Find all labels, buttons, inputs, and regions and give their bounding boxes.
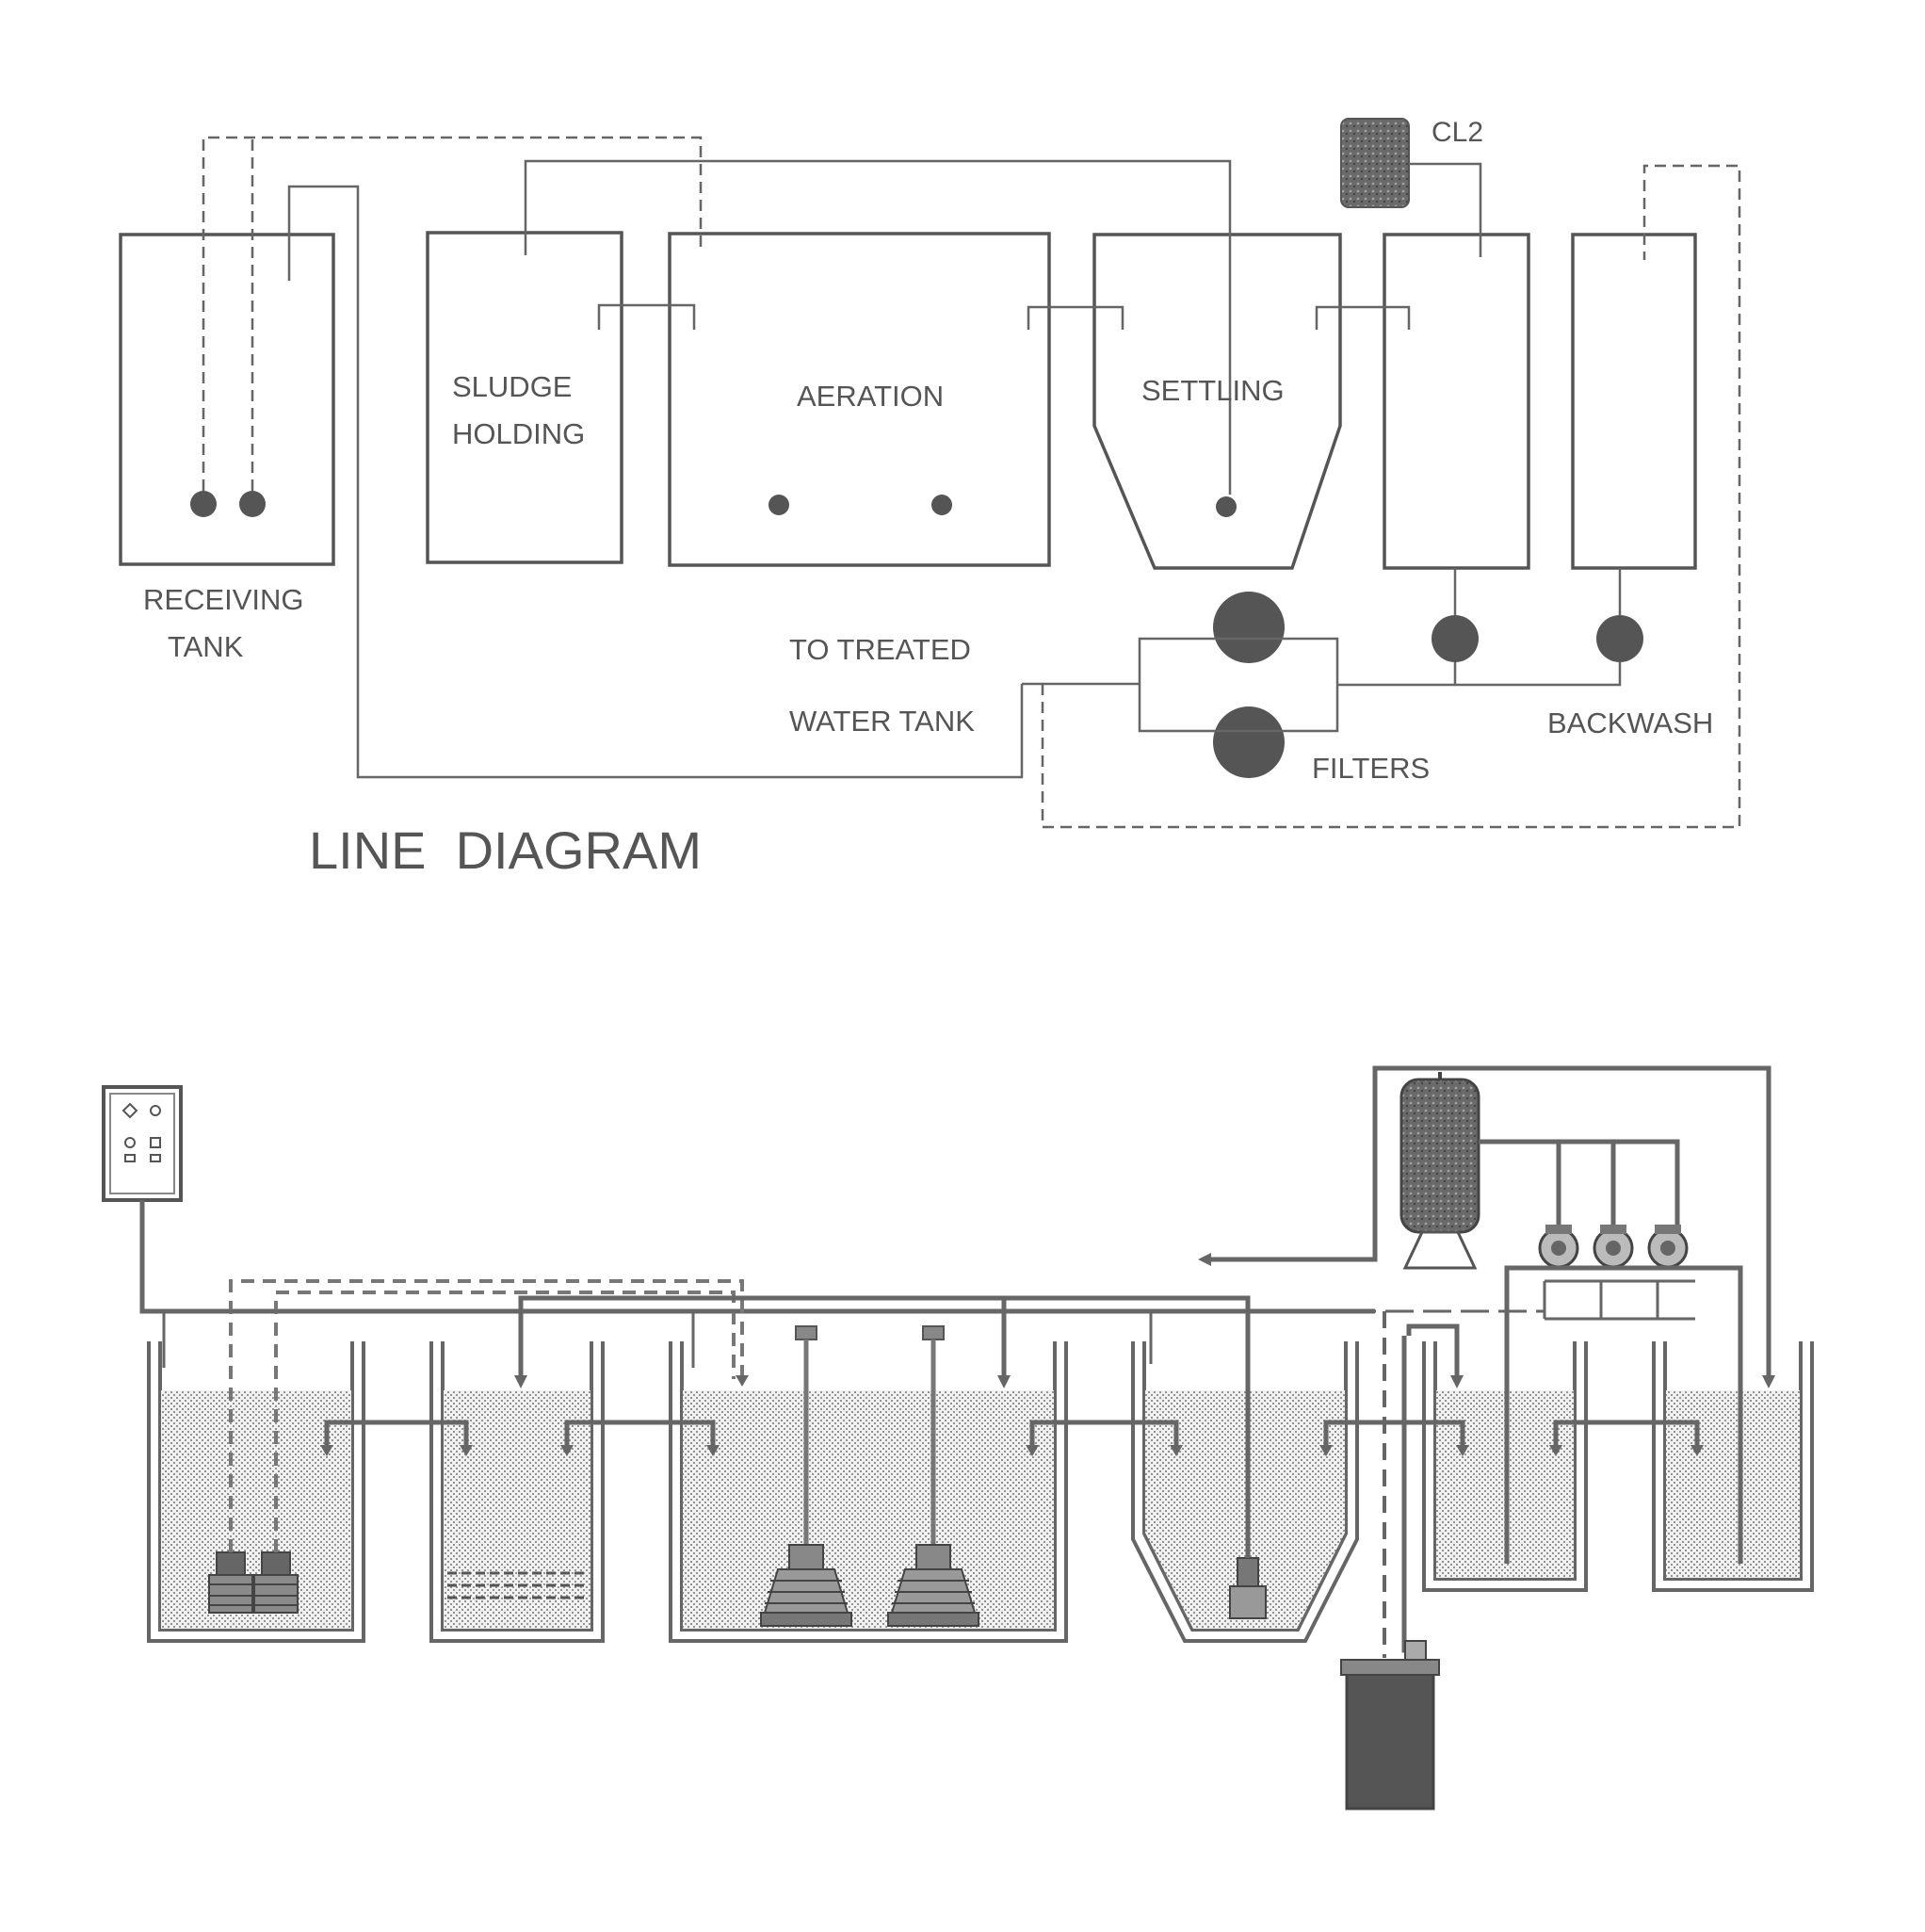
to-treated-label-2: WATER TANK <box>789 705 975 738</box>
overflow-2 <box>564 1420 716 1447</box>
panel-switch-4-icon <box>150 1154 161 1162</box>
settling-sludge-pump-icon <box>1229 1557 1267 1619</box>
receiving-pump-1-discharge <box>202 136 703 491</box>
filters-label: FILTERS <box>1312 752 1430 785</box>
receiving-tank-label-2: TANK <box>168 630 244 663</box>
settling-tank <box>1092 233 1342 570</box>
control-cable <box>139 1200 1375 1314</box>
aeration-water <box>683 1390 1054 1629</box>
filter-tank-2-water <box>1666 1390 1800 1578</box>
riser-arrow-1 <box>736 1375 749 1387</box>
filter-pump-2-icon <box>1213 706 1285 778</box>
overflow-4 <box>1323 1420 1465 1447</box>
pump-manifold <box>1543 1279 1695 1321</box>
sludge-return-pipe <box>518 1295 1251 1558</box>
filter-header-line <box>1453 662 1622 687</box>
filter-feed-pump-1-icon <box>1538 1225 1579 1269</box>
receiving-pump-risers <box>229 1279 744 1552</box>
chlorine-dosing-pump-icon <box>1404 1640 1427 1661</box>
sludge-holding-label-2: HOLDING <box>452 417 585 450</box>
panel-switch-1-icon <box>124 1137 136 1148</box>
backwash-label: BACKWASH <box>1547 706 1713 739</box>
pictorial-diagram <box>102 1065 1814 1810</box>
sludge-holding-tank <box>426 231 623 564</box>
settling-water <box>1145 1390 1345 1629</box>
settling-label: SETTLING <box>1141 374 1285 407</box>
sludge-holding-tank-picture <box>429 1341 605 1643</box>
filter-tank-2-pump-icon <box>1596 615 1643 662</box>
panel-indicator-2-icon <box>150 1105 161 1116</box>
backwash-line <box>1041 164 1741 829</box>
level-sensors <box>162 1311 1153 1368</box>
receiving-submersible-pump-1-icon <box>208 1551 253 1614</box>
aeration-diffuser-1-icon <box>768 495 789 515</box>
cl2-label: CL2 <box>1432 117 1483 148</box>
cl2-dosing-line <box>1409 162 1482 257</box>
receiving-tank-picture <box>147 1341 365 1643</box>
settling-to-filter-overflow <box>1315 305 1411 330</box>
receiving-pump-2-icon <box>239 491 266 517</box>
receiving-tank-label-1: RECEIVING <box>143 583 304 616</box>
panel-switch-2-icon <box>150 1137 161 1148</box>
aeration-tank-picture <box>669 1341 1068 1643</box>
aeration-label: AERATION <box>797 380 944 413</box>
chlorine-tank <box>1345 1662 1435 1810</box>
settling-sludge-pump-icon <box>1216 496 1237 517</box>
receiving-pump-1-icon <box>190 491 217 517</box>
overflow-1 <box>324 1420 469 1447</box>
filter-feed-pump-2-icon <box>1593 1225 1634 1269</box>
pump-suction-header <box>1504 1265 1743 1564</box>
pressure-filter-vessel <box>1399 1078 1480 1234</box>
panel-switch-3-icon <box>124 1154 136 1162</box>
filter-pump-1-icon <box>1213 592 1285 663</box>
receiving-submersible-pump-2-icon <box>253 1551 299 1614</box>
treated-water-arrow <box>1198 1253 1211 1266</box>
settling-tank-picture <box>1131 1341 1359 1643</box>
receiving-tank <box>119 233 335 566</box>
chlorine-drop-line <box>1401 1336 1413 1653</box>
filter-loop <box>1138 637 1339 733</box>
aeration-blower-2-icon <box>887 1325 979 1627</box>
overflow-5 <box>1553 1420 1700 1447</box>
filter-tank-1-pump-icon <box>1432 615 1479 662</box>
filter-tank-1 <box>1383 233 1530 570</box>
line-diagram: RECEIVING TANK SLUDGE HOLDING AERATION S… <box>119 117 1741 880</box>
cl2-dosing-tank <box>1340 118 1410 208</box>
sludge-to-aeration-overflow <box>597 303 696 330</box>
filter-tank-2-picture <box>1652 1341 1814 1592</box>
filter-feed-pump-3-icon <box>1647 1225 1689 1269</box>
chlorine-line <box>1406 1323 1460 1379</box>
sludge-return-line <box>524 159 1232 495</box>
aeration-feed-arrow <box>997 1375 1011 1388</box>
aeration-tank <box>668 232 1051 567</box>
filter-tank-1-picture <box>1422 1341 1588 1592</box>
sludge-holding-label-1: SLUDGE <box>452 370 572 403</box>
sludge-return-arrow <box>514 1375 527 1388</box>
filter-tank-2 <box>1571 233 1697 570</box>
pump-discharge-header <box>1479 1139 1680 1225</box>
to-treated-label-1: TO TREATED <box>789 633 971 666</box>
treated-water-outlet <box>1205 1065 1771 1379</box>
panel-indicator-1-icon <box>121 1102 138 1119</box>
aeration-to-settling-overflow <box>1027 305 1124 330</box>
chlorine-arrow <box>1450 1375 1464 1388</box>
control-panel <box>102 1085 183 1202</box>
aeration-blower-1-icon <box>760 1325 852 1627</box>
backwash-arrow <box>1762 1375 1775 1388</box>
diagram-title: LINE DIAGRAM <box>309 820 702 880</box>
overflow-3 <box>1029 1420 1179 1447</box>
aeration-diffuser-2-icon <box>931 495 952 515</box>
filter-vessel-stand <box>1402 1230 1478 1270</box>
receiving-overflow-line <box>287 185 1024 779</box>
sludge-layer <box>447 1571 589 1599</box>
